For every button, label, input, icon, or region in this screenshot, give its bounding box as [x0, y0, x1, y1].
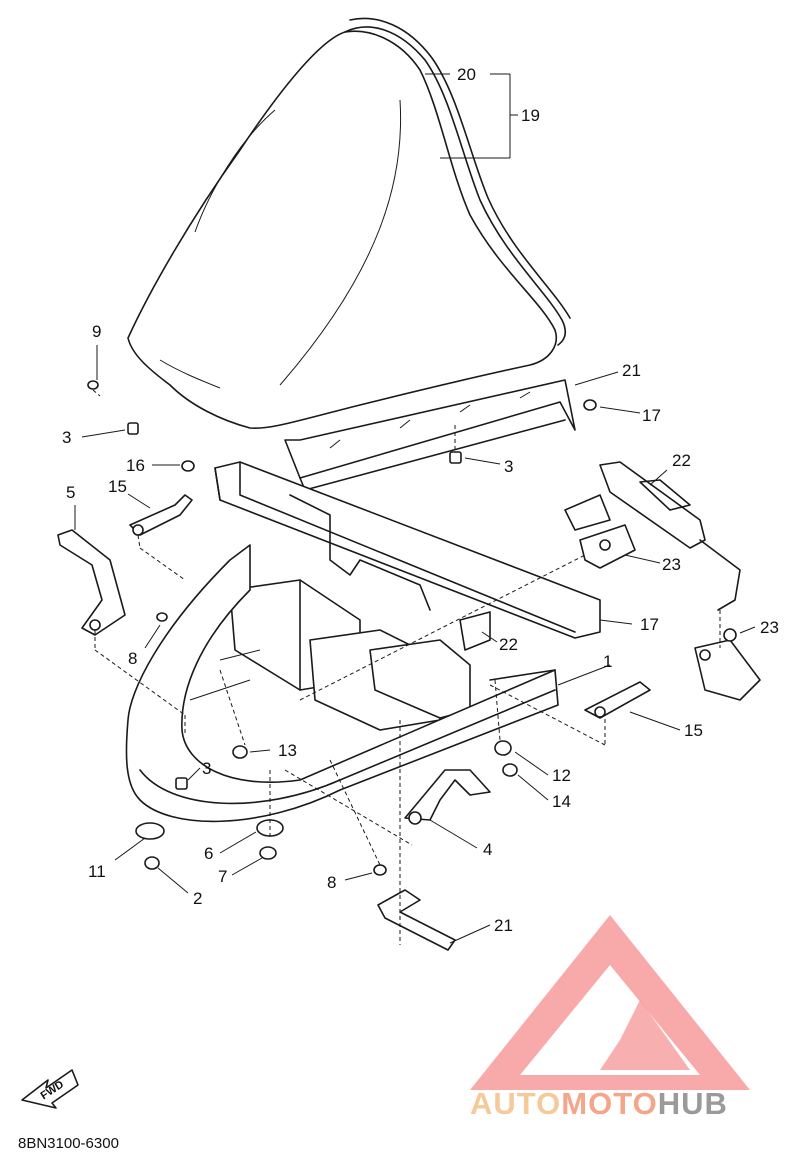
alignment-lines — [92, 389, 721, 945]
callout-23: 23 — [760, 618, 779, 637]
windscreen — [127, 17, 571, 430]
callout-11: 12 — [552, 766, 571, 785]
callout-15: 16 — [126, 456, 145, 475]
watermark-hub: HUB — [658, 1086, 728, 1121]
callout-6: 6 — [204, 844, 213, 863]
forward-arrow-icon: FWD — [21, 1069, 79, 1109]
bracket-14 — [129, 494, 193, 536]
callout-labels: 20 19 9 3 21 17 16 3 22 15 5 23 17 23 22… — [62, 65, 779, 935]
callout-20: 22 — [499, 635, 518, 654]
callout-8: 8 — [128, 649, 137, 668]
panel-20 — [229, 579, 491, 731]
callout-9: 9 — [92, 322, 101, 341]
callout-2: 2 — [193, 889, 202, 908]
stay-22 — [214, 461, 601, 639]
callout-8: 8 — [327, 873, 336, 892]
bracket-4 — [404, 769, 491, 825]
stay-21 — [377, 889, 456, 951]
diagram-code: 8BN3100-6300 — [18, 1135, 119, 1152]
callout-5: 5 — [66, 483, 75, 502]
callout-1: 1 — [603, 652, 612, 671]
callout-19: 22 — [672, 451, 691, 470]
watermark-moto: MOTO — [561, 1086, 657, 1121]
callout-15: 17 — [642, 406, 661, 425]
callout-3: 3 — [202, 759, 211, 778]
watermark-logo — [470, 915, 750, 1090]
callout-16: 19 — [521, 106, 540, 125]
watermark-auto: AUTO — [470, 1086, 561, 1121]
bracket-23 — [579, 524, 761, 701]
callout-12: 14 — [552, 792, 571, 811]
callout-3: 3 — [504, 457, 513, 476]
leader-lines — [74, 73, 756, 944]
callout-18: 21 — [622, 361, 641, 380]
callout-23: 23 — [662, 555, 681, 574]
cowling-1 — [125, 544, 559, 823]
callout-12: 13 — [278, 741, 297, 760]
callout-10: 11 — [88, 862, 106, 881]
bracket-19 — [564, 461, 741, 611]
callout-17: 20 — [457, 65, 476, 84]
bracket-5 — [57, 529, 126, 636]
callout-14: 15 — [108, 477, 127, 496]
callout-13: 15 — [684, 721, 703, 740]
watermark-text: AUTOMOTOHUB — [470, 1086, 728, 1121]
bracket-13 — [584, 681, 651, 719]
callout-21: 21 — [494, 916, 513, 935]
callout-22: 17 — [640, 615, 659, 634]
callout-7: 7 — [218, 867, 227, 886]
callout-3: 3 — [62, 428, 71, 447]
callout-4: 4 — [483, 840, 492, 859]
fasteners — [87, 380, 597, 876]
svg-text:AUTOMOTOHUB: AUTOMOTOHUB — [470, 1086, 728, 1121]
